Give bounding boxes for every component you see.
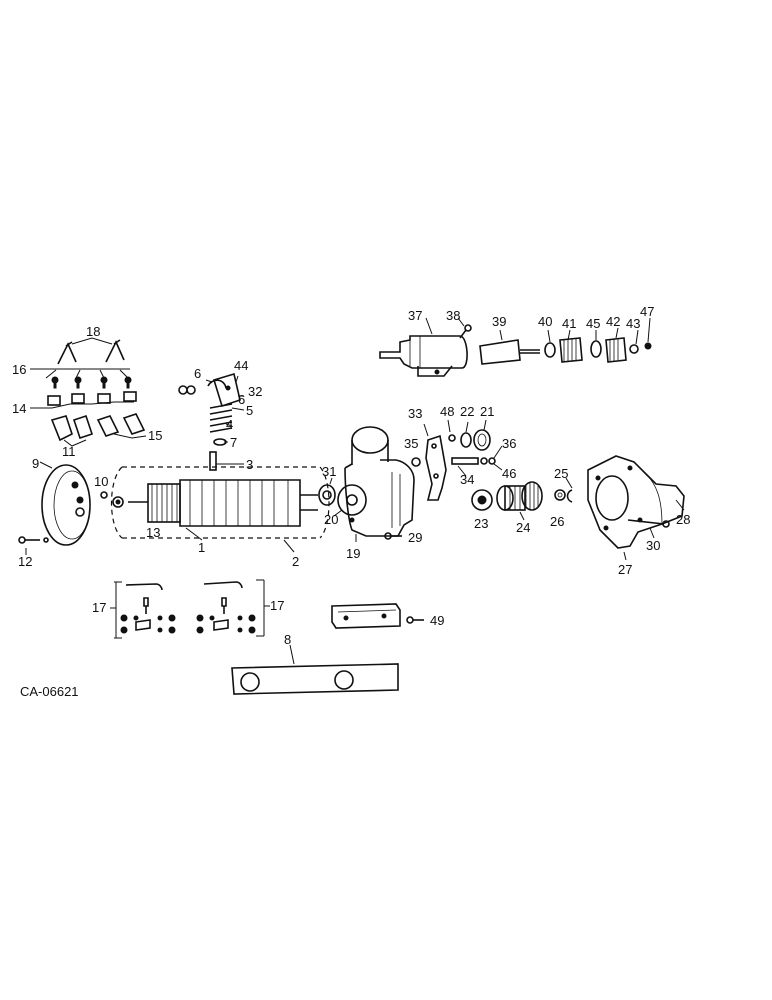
callout-41: 41 — [562, 316, 576, 331]
drive-assembly — [496, 481, 543, 521]
callout-32: 32 — [248, 384, 262, 399]
callout-43: 43 — [626, 316, 640, 331]
callout-28: 28 — [676, 512, 690, 527]
callout-19: 19 — [346, 546, 360, 561]
callout-8: 8 — [284, 632, 291, 647]
pinion-stop — [554, 489, 566, 501]
callout-42: 42 — [606, 314, 620, 329]
callout-17b: 17 — [270, 598, 284, 613]
brush-plate-kit — [110, 579, 270, 639]
callout-48: 48 — [440, 404, 454, 419]
callout-6a: 6 — [194, 366, 201, 381]
gasket-strip — [231, 644, 399, 695]
callout-47: 47 — [640, 304, 654, 319]
callout-9: 9 — [32, 456, 39, 471]
terminal-insulator — [331, 603, 424, 629]
callout-20: 20 — [324, 512, 338, 527]
callout-13: 13 — [146, 525, 160, 540]
plunger-springs — [544, 317, 652, 363]
callout-6b: 6 — [238, 392, 245, 407]
callout-49: 49 — [430, 613, 444, 628]
frame-gasket — [318, 477, 336, 506]
drawing-code: CA-06621 — [20, 684, 79, 699]
callout-34: 34 — [460, 472, 474, 487]
callout-7: 7 — [230, 435, 237, 450]
nose-housing — [587, 455, 685, 561]
callout-37: 37 — [408, 308, 422, 323]
callout-3: 3 — [246, 457, 253, 472]
armature-washer — [112, 496, 124, 508]
callout-11: 11 — [62, 444, 76, 459]
callout-18: 18 — [86, 324, 100, 339]
callout-36: 36 — [502, 436, 516, 451]
drive-housing — [333, 426, 415, 542]
through-bolt — [18, 536, 49, 555]
brush-screws — [30, 368, 132, 389]
callout-35: 35 — [404, 436, 418, 451]
thrust-collar — [471, 489, 493, 511]
callout-30: 30 — [646, 538, 660, 553]
callout-12: 12 — [18, 554, 32, 569]
callout-labels: 18 16 14 11 15 9 10 13 12 1 2 3 7 4 5 6 … — [12, 304, 690, 699]
nose-housing-bolt — [627, 519, 670, 539]
callout-40: 40 — [538, 314, 552, 329]
housing-bolt — [384, 532, 402, 540]
callout-33: 33 — [408, 406, 422, 421]
callout-15: 15 — [148, 428, 162, 443]
field-frame — [110, 466, 330, 553]
callout-5: 5 — [246, 403, 253, 418]
callout-44: 44 — [234, 358, 248, 373]
solenoid — [379, 317, 472, 377]
brushes — [30, 391, 137, 409]
callout-45: 45 — [586, 316, 600, 331]
callout-23: 23 — [474, 516, 488, 531]
shift-lever — [423, 423, 447, 501]
callout-24: 24 — [516, 520, 530, 535]
snap-ring — [565, 477, 573, 503]
callout-1: 1 — [198, 540, 205, 555]
callout-16: 16 — [12, 362, 26, 377]
callout-38: 38 — [446, 308, 460, 323]
callout-29: 29 — [408, 530, 422, 545]
housing-plug — [411, 457, 421, 467]
brush-holders — [50, 413, 147, 447]
callout-31: 31 — [322, 464, 336, 479]
thrust-washer — [100, 491, 108, 499]
callout-17a: 17 — [92, 600, 106, 615]
callout-14: 14 — [12, 401, 26, 416]
callout-27: 27 — [618, 562, 632, 577]
plunger-seals — [447, 419, 491, 451]
callout-26: 26 — [550, 514, 564, 529]
callout-4: 4 — [226, 417, 233, 432]
brush-springs — [57, 337, 125, 365]
field-terminal-stud — [209, 451, 244, 471]
callout-39: 39 — [492, 314, 506, 329]
callout-22: 22 — [460, 404, 474, 419]
callout-21: 21 — [480, 404, 494, 419]
plunger — [479, 329, 540, 365]
callout-46: 46 — [502, 466, 516, 481]
callout-10: 10 — [94, 474, 108, 489]
callout-2: 2 — [292, 554, 299, 569]
commutator-end-head — [39, 461, 91, 546]
terminal-hardware — [178, 372, 245, 446]
callout-25: 25 — [554, 466, 568, 481]
lever-pin — [451, 445, 503, 477]
armature — [128, 479, 318, 541]
